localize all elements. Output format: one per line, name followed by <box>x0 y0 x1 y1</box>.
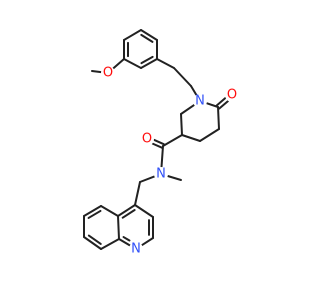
bond-Nam-NMe <box>166 175 182 181</box>
bond-Q5-Q6-inner <box>87 209 102 219</box>
bond-C6-N1 <box>180 103 196 115</box>
atom-label-n-amide: N <box>156 167 166 182</box>
atom-label-n-quinoline: N <box>131 242 141 257</box>
bond-Q4a-Q4 <box>117 204 136 217</box>
atom-label-o-lactam: O <box>227 88 237 103</box>
atom-label-o-amide: O <box>142 132 152 147</box>
bond-a3-a4 <box>140 29 158 41</box>
atom-label-layer: O N O O N N <box>101 66 239 257</box>
atom-label-o-methoxy: O <box>103 66 113 81</box>
bond-a5-a6-inner <box>140 55 154 65</box>
bond-Cam-Oam-a <box>153 138 165 146</box>
bond-Q8-Q8a <box>100 238 120 250</box>
bond-Q4-Q3 <box>134 204 154 218</box>
molecule-structure-diagram: O N O O N N <box>83 29 239 257</box>
bond-layer <box>83 29 229 250</box>
bond-C2-C3 <box>217 106 220 130</box>
bond-Q2-N1q <box>140 237 154 247</box>
bond-C5-Cam <box>162 134 183 147</box>
bond-CH2b-N1 <box>190 85 198 96</box>
bond-Om-a1 <box>112 58 125 70</box>
bond-a5-a6 <box>140 58 158 69</box>
atom-label-background <box>154 167 168 181</box>
bond-Q7-Q8 <box>83 236 102 250</box>
bond-a5-CH2a <box>156 58 175 69</box>
bond-C5-C6 <box>180 113 183 136</box>
bond-N1q-Q8a <box>118 238 131 247</box>
atom-label-background <box>140 132 154 146</box>
atom-label-background <box>129 242 143 256</box>
bond-C3-C4 <box>199 128 220 142</box>
molecule-svg: O N O O N N <box>83 29 239 257</box>
bond-C4-C5 <box>181 134 201 142</box>
atom-label-n-ring: N <box>195 94 205 109</box>
atom-label-background <box>193 94 207 108</box>
bond-N1-C2 <box>205 102 219 108</box>
bond-N1q-Q8a-inner <box>122 236 131 242</box>
bond-Nam-CH2c <box>139 175 156 183</box>
bond-a6-a1 <box>123 58 142 69</box>
bond-C2-Ol-b <box>215 97 227 107</box>
bond-Me-Om <box>91 70 103 74</box>
bond-a2-a3 <box>123 29 142 41</box>
bond-Q4a-Q5 <box>100 205 119 217</box>
atom-label-background <box>101 66 115 80</box>
bond-CH2c-Q4 <box>134 181 141 206</box>
bond-Q8a-Q4a <box>117 215 120 240</box>
bond-C2-Ol-a <box>218 100 229 110</box>
bond-a3-a4-inner <box>140 33 154 43</box>
bond-CH2a-CH2b <box>173 67 192 87</box>
bond-Cam-Nam <box>160 145 164 169</box>
bond-Q7-Q8-inner <box>87 234 102 245</box>
atom-label-background <box>225 88 239 102</box>
bond-Q5-Q6 <box>83 205 102 217</box>
bond-Cam-Oam-b <box>151 142 164 149</box>
bond-Q4a-Q4-inner <box>121 209 136 219</box>
